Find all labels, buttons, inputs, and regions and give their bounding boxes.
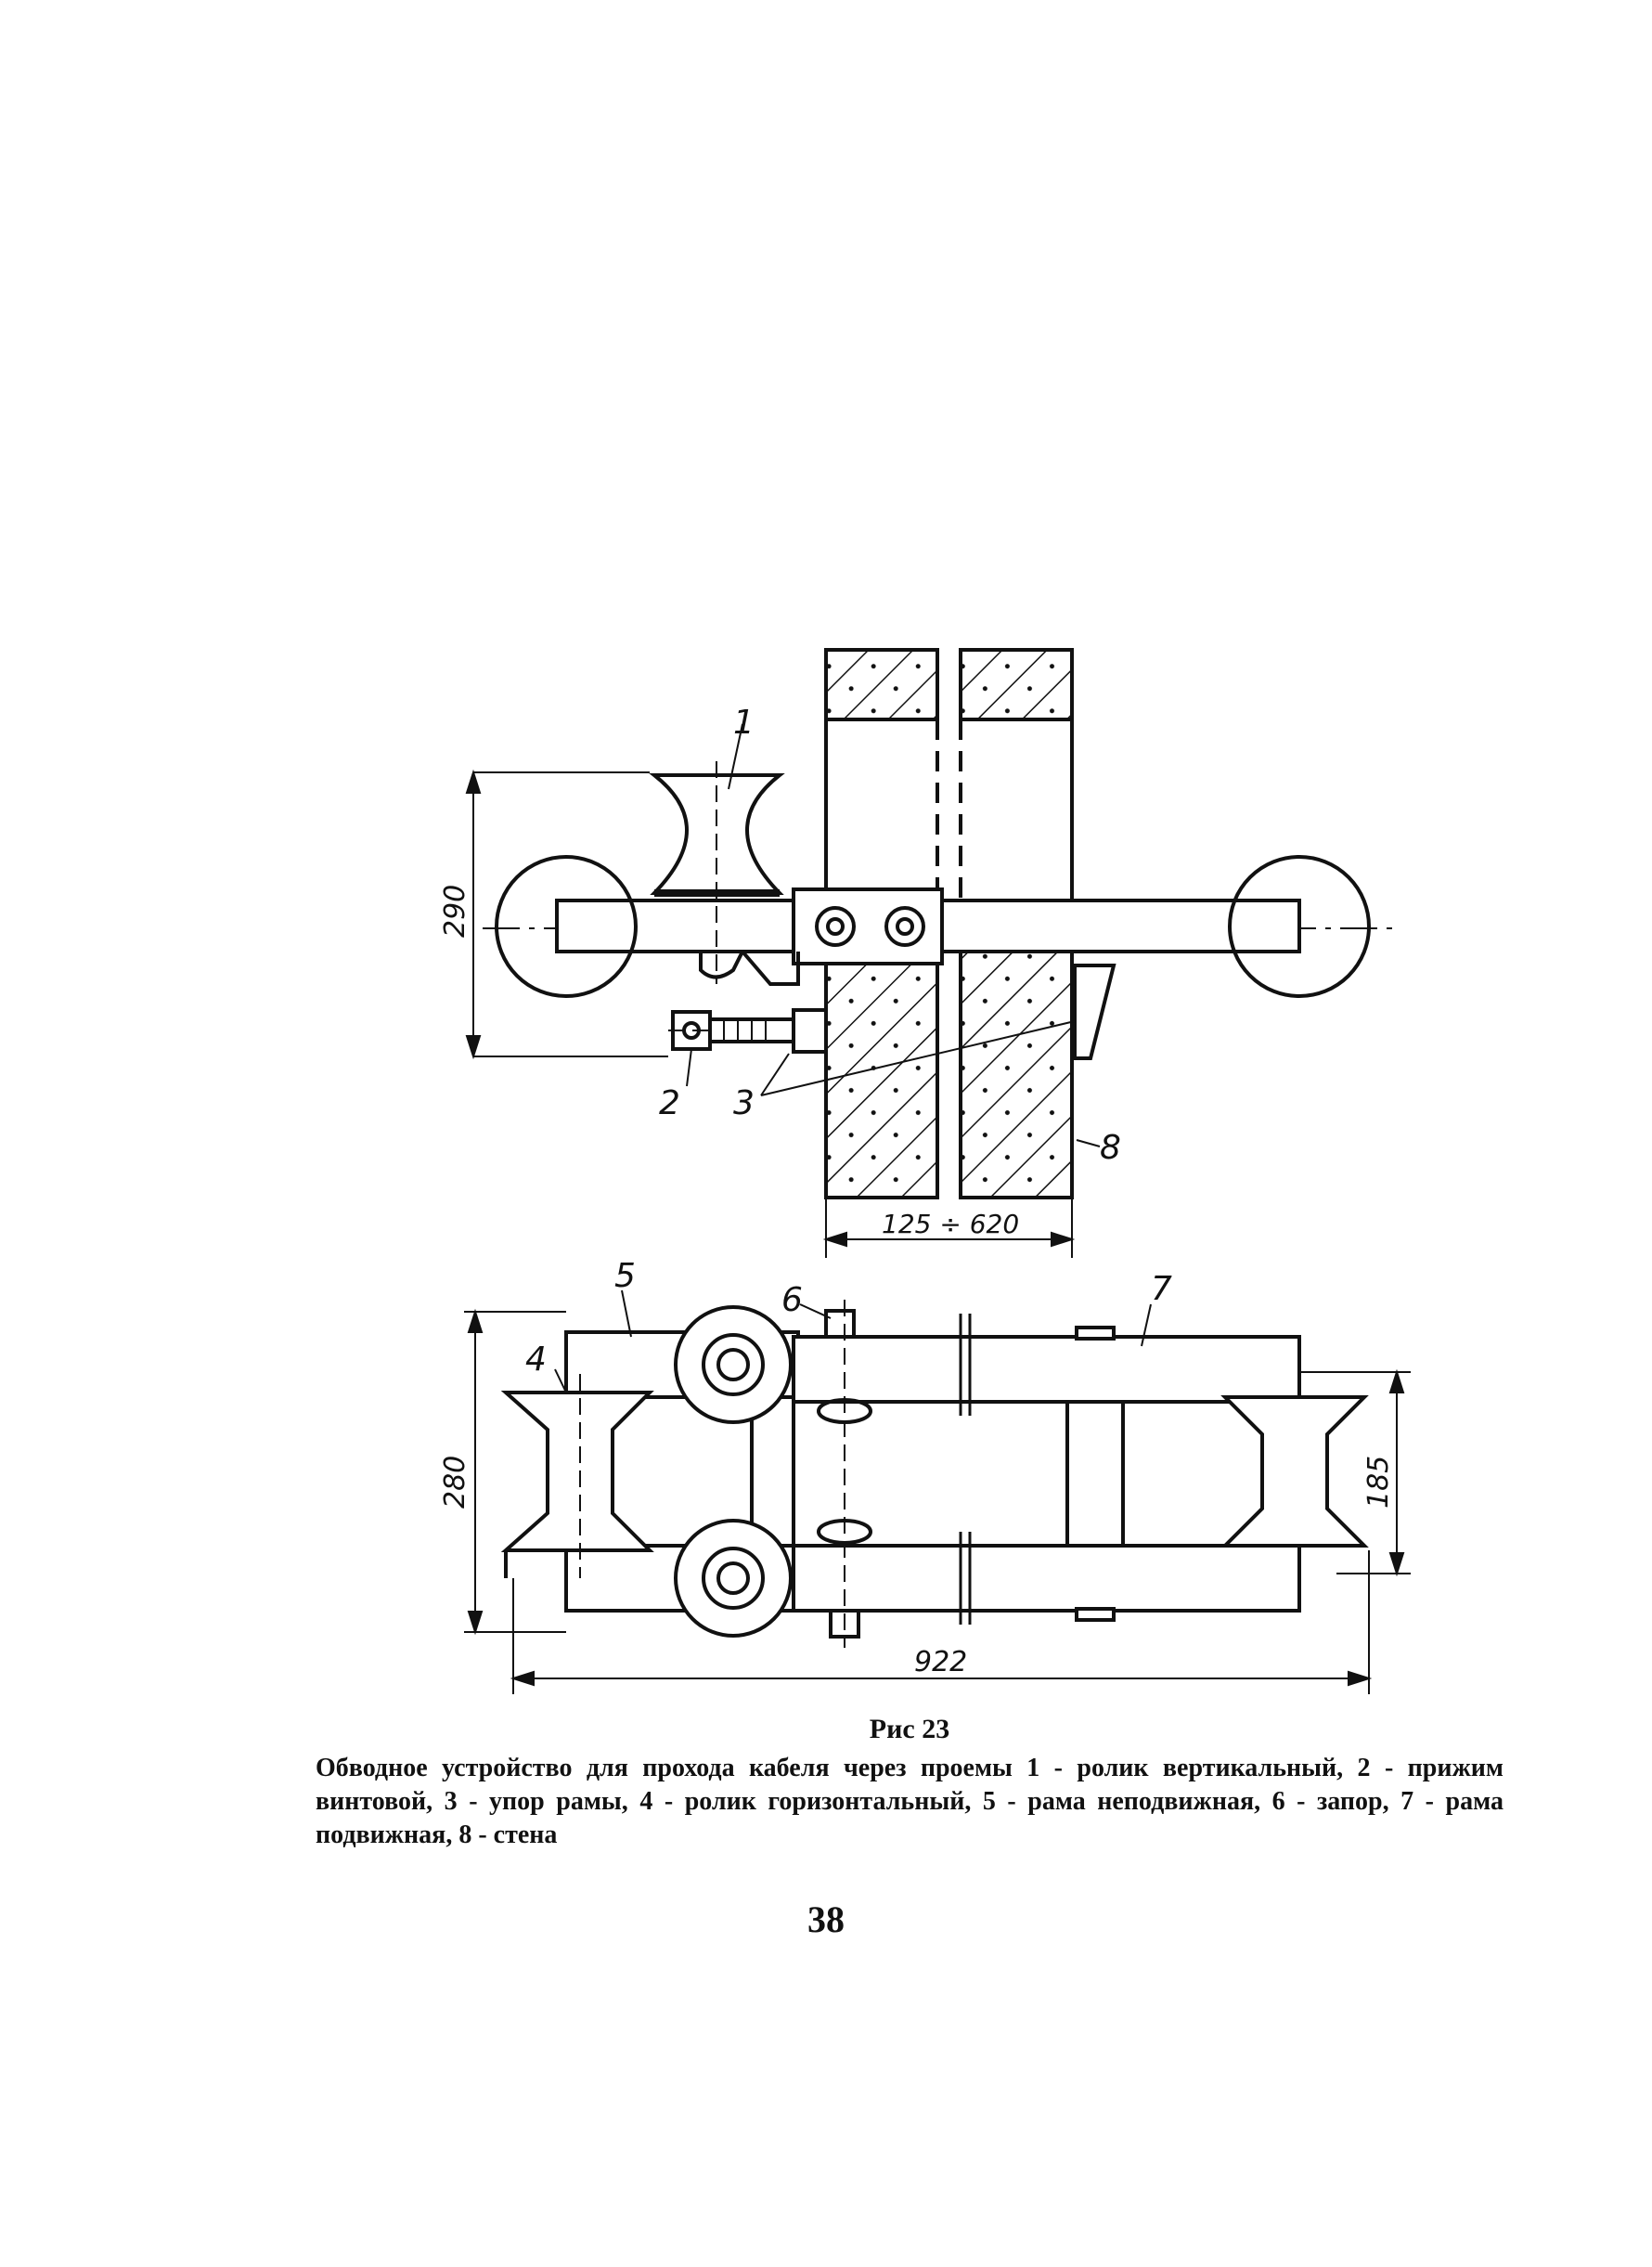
moving-frame-top <box>792 1335 1301 1404</box>
wheel-bottom-bottom <box>674 1519 793 1638</box>
screw-clamp <box>668 1008 828 1054</box>
latch <box>817 1300 872 1648</box>
callout-3: 3 <box>733 1084 755 1122</box>
callout-8: 8 <box>1100 1129 1121 1167</box>
dimension-wall <box>822 1198 1076 1258</box>
caption-text: Обводное устройство для прохода кабеля ч… <box>316 1754 1504 1849</box>
dimension-280 <box>464 1308 566 1636</box>
dimension-290-label: 290 <box>439 885 471 938</box>
frame-stop <box>1073 964 1116 1060</box>
wheel-right <box>1228 855 1371 998</box>
horizontal-roller-left <box>500 1374 654 1578</box>
top-view <box>465 648 1392 1258</box>
dimension-280-label: 280 <box>439 1456 471 1509</box>
dimension-wall-label: 125 ÷ 620 <box>882 1209 1019 1239</box>
callout-1: 1 <box>733 704 755 742</box>
callout-5: 5 <box>614 1257 636 1295</box>
figure-title: Рис 23 <box>869 1714 950 1744</box>
callout-6: 6 <box>781 1281 803 1319</box>
page-number: 38 <box>807 1898 845 1940</box>
dimension-185-label: 185 <box>1362 1456 1395 1509</box>
crossbar <box>1065 1400 1125 1548</box>
dimension-922-label: 922 <box>914 1646 967 1678</box>
horizontal-roller-right <box>1220 1395 1369 1548</box>
dimension-922 <box>510 1550 1373 1694</box>
dimension-185 <box>1299 1368 1411 1577</box>
figure-caption: Рис 23 Обводное устройство для прохода к… <box>316 1713 1504 1852</box>
moving-frame-bottom <box>792 1544 1301 1613</box>
bolt-icon <box>815 906 856 947</box>
frame-top <box>555 887 1301 965</box>
callout-4: 4 <box>525 1341 547 1379</box>
dimension-290 <box>465 769 668 1060</box>
wheel-left <box>495 855 638 998</box>
roller-bracket <box>699 951 744 979</box>
bottom-view <box>464 1289 1411 1694</box>
wheel-bottom-top <box>674 1305 793 1424</box>
callout-2: 2 <box>659 1084 680 1122</box>
callout-7: 7 <box>1151 1270 1172 1308</box>
bolt-icon <box>884 906 925 947</box>
